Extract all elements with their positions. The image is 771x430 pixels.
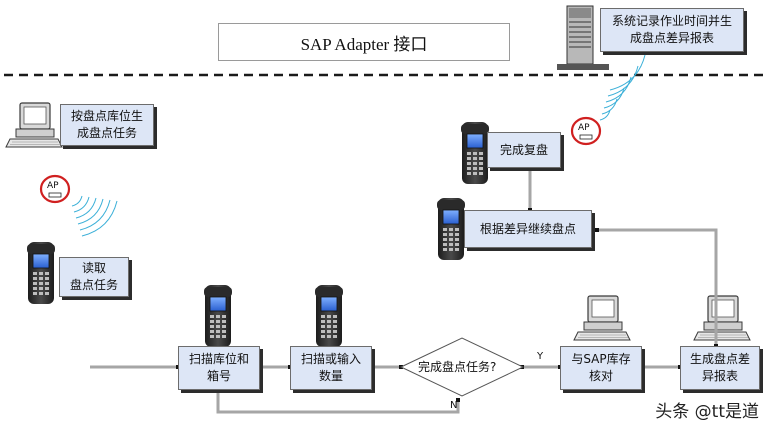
branch-no-label: N xyxy=(450,400,458,411)
server-icon xyxy=(557,5,609,70)
step-read-task: 读取 盘点任务 xyxy=(59,257,129,297)
step-check-sap: 与SAP库存 核对 xyxy=(560,346,642,390)
desktop-computer-icon xyxy=(693,295,751,341)
desktop-computer-icon xyxy=(573,295,631,341)
server-label-box: 系统记录作业时间并生 成盘点差异报表 xyxy=(600,8,744,52)
step-scan-location: 扫描库位和 箱号 xyxy=(178,346,260,390)
page-title: SAP Adapter 接口 xyxy=(218,23,510,61)
watermark: 头条 @tt是道 xyxy=(655,402,759,422)
decision-diamond xyxy=(399,337,525,397)
handheld-scanner-icon xyxy=(314,284,344,348)
ap-label: AP xyxy=(578,123,590,133)
handheld-scanner-icon xyxy=(460,121,490,185)
step-scan-qty: 扫描或输入 数量 xyxy=(290,346,372,390)
step-continue-count: 根据差异继续盘点 xyxy=(464,210,592,248)
step-generate-task: 按盘点库位生 成盘点任务 xyxy=(60,104,154,146)
desktop-computer-icon xyxy=(5,102,63,148)
wireless-waves-icon xyxy=(71,195,118,237)
flow-connectors xyxy=(90,168,718,414)
handheld-scanner-icon xyxy=(436,197,466,261)
handheld-scanner-icon xyxy=(203,284,233,348)
decision-label: 完成盘点任务? xyxy=(418,360,497,374)
handheld-scanner-icon xyxy=(26,241,56,305)
wireless-waves-icon xyxy=(599,54,646,121)
ap-label: AP xyxy=(47,181,59,191)
branch-yes-label: Y xyxy=(537,351,544,362)
step-report: 生成盘点差 异报表 xyxy=(680,346,760,390)
step-recount-done: 完成复盘 xyxy=(487,132,561,168)
